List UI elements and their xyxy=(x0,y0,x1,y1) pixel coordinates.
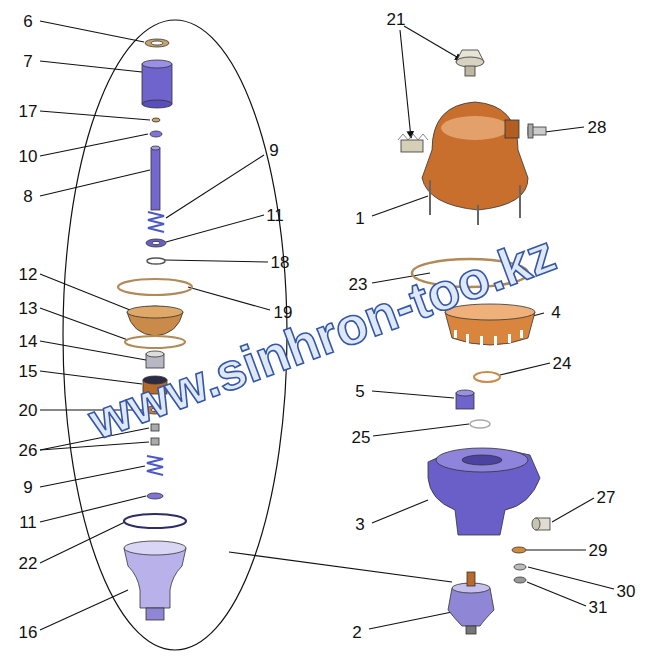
callout-number: 28 xyxy=(588,119,607,136)
callout-number: 21 xyxy=(387,11,406,28)
callout-number: 30 xyxy=(617,583,636,600)
callout-number: 23 xyxy=(349,276,368,293)
callout-number: 26 xyxy=(19,442,38,459)
callout-number: 16 xyxy=(19,624,38,641)
group-link-line xyxy=(229,552,452,582)
callout-number: 20 xyxy=(19,402,38,419)
callout-number: 14 xyxy=(19,333,38,350)
callout-number: 27 xyxy=(597,489,616,506)
callout-number: 3 xyxy=(355,516,364,533)
callout-number: 11 xyxy=(266,207,284,224)
callout-number: 4 xyxy=(551,304,560,321)
callout-number: 25 xyxy=(352,429,371,446)
callout-number: 15 xyxy=(19,363,38,380)
callout-number: 17 xyxy=(19,103,38,120)
leader-lines xyxy=(40,21,614,630)
callout-number: 7 xyxy=(23,53,32,70)
right-column-parts xyxy=(398,50,550,634)
callout-number: 8 xyxy=(23,188,32,205)
callout-number: 9 xyxy=(23,479,32,496)
callout-number: 1 xyxy=(355,210,364,227)
callout-number: 19 xyxy=(274,304,293,321)
callout-number: 24 xyxy=(553,355,572,372)
callout-number: 9 xyxy=(269,142,278,159)
callout-number: 31 xyxy=(589,599,608,616)
callout-number: 12 xyxy=(19,266,38,283)
callout-number: 5 xyxy=(355,383,364,400)
callout-number: 18 xyxy=(271,254,290,271)
callout-number: 10 xyxy=(19,148,38,165)
callout-number: 6 xyxy=(23,13,32,30)
callout-number: 22 xyxy=(19,555,38,572)
callout-number: 13 xyxy=(19,300,38,317)
left-column-parts xyxy=(118,39,192,620)
callout-number: 11 xyxy=(19,514,37,531)
callout-number: 2 xyxy=(352,624,361,641)
callout-number: 29 xyxy=(589,542,608,559)
